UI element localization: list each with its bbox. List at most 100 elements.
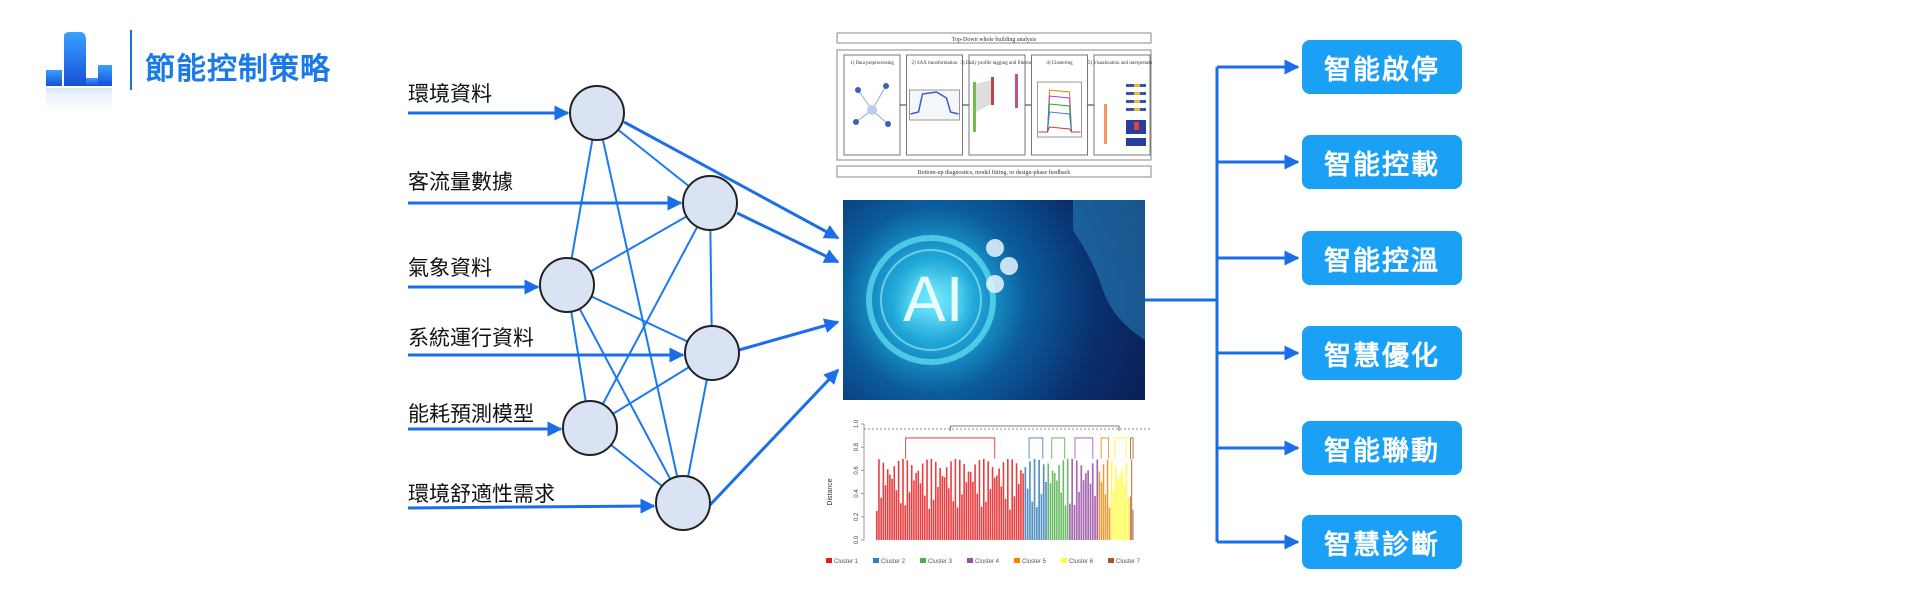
dendrogram-leaf [1015, 463, 1018, 540]
flow-step-label: 2) SAX transformation [911, 61, 958, 66]
flow-top-banner: Top-Down whole building analysis [952, 37, 1037, 43]
dendrogram-branch [905, 437, 996, 459]
dendrogram-leaf [958, 459, 961, 540]
dendrogram-leaf [939, 468, 941, 540]
input-label-comfort: 環境舒適性需求 [408, 482, 555, 506]
dendrogram-cluster-3 [1047, 437, 1069, 540]
output-to-ai-arrows [623, 120, 840, 507]
smart-start-stop-button[interactable]: 智能啟停 [1302, 40, 1462, 94]
dendrogram-cluster-5 [1098, 437, 1111, 540]
smart-optimization-button[interactable]: 智慧優化 [1302, 326, 1462, 380]
dendrogram-leaf [983, 458, 985, 540]
dendrogram-leaf [961, 494, 963, 540]
dendrogram-leaf [1117, 478, 1119, 540]
dendrogram-leaf [1047, 463, 1050, 540]
node [655, 475, 711, 531]
dendrogram-leaf [889, 474, 891, 540]
dendrogram-leaf [1089, 483, 1092, 540]
dendrogram-leaf [972, 481, 974, 540]
dendrogram-leaf [1058, 465, 1060, 540]
dendrogram-leaf [978, 459, 981, 540]
dendrogram-leaf [1000, 486, 1003, 540]
dendrogram-leaf [1020, 470, 1022, 540]
legend-swatch [967, 558, 973, 563]
legend-swatch [920, 558, 926, 563]
dendrogram-leaf [908, 492, 911, 540]
node [539, 257, 595, 313]
dendrogram-leaf [1102, 464, 1105, 540]
dendrogram-branch [1028, 437, 1044, 459]
dendrogram-leaf [1017, 483, 1020, 540]
input-arrow [407, 498, 656, 514]
dendrogram-leaf [906, 460, 909, 540]
dendrogram-leaf [1123, 485, 1125, 540]
input-arrows [407, 105, 685, 514]
dendrogram-leaf [956, 507, 959, 540]
dendrogram-leaf [1071, 458, 1074, 540]
dendrogram-leaf [1033, 458, 1036, 540]
dendrogram-leaf [1127, 498, 1130, 540]
dendrogram-leaf [1064, 505, 1067, 540]
dendrogram-leaf [1026, 488, 1029, 540]
dendrogram-leaf [967, 471, 970, 540]
dendrogram-leaf [1132, 509, 1134, 540]
dendrogram-branch [1130, 437, 1134, 459]
dendrogram-leaf [913, 480, 915, 540]
dendrogram-leaf [976, 493, 979, 540]
dendrogram-leaf [1115, 466, 1117, 540]
dendrogram-leaf [996, 475, 998, 540]
input-label-passenger-flow: 客流量數據 [408, 170, 513, 194]
dendrogram-tick-label: 0.6 [854, 466, 860, 475]
dendrogram-leaf [1051, 470, 1054, 540]
dendrogram-leaf [924, 495, 926, 540]
title-divider [130, 30, 132, 90]
nodes [539, 85, 740, 531]
dendrogram-leaf [934, 461, 937, 540]
dendrogram-leaf [880, 497, 882, 540]
dendrogram-leaf [1082, 480, 1085, 540]
dendrogram-leaf [941, 476, 944, 540]
output-connector [1145, 67, 1219, 542]
dendrogram-leaf [1069, 503, 1071, 540]
dendrogram-tick-label: 0.4 [854, 489, 860, 498]
dendrogram-leaf [1007, 459, 1009, 540]
dendrogram-leaf [1049, 483, 1052, 540]
smart-diagnosis-button[interactable]: 智慧診斷 [1302, 515, 1462, 569]
node [569, 85, 625, 141]
dendrogram-leaf [893, 466, 896, 540]
input-label-system-operation: 系統運行資料 [408, 326, 534, 350]
smart-linkage-button[interactable]: 智能聯動 [1302, 421, 1462, 475]
dendrogram-leaf [928, 508, 930, 540]
flow-bottom-banner: Bottom-up diagnostics, model fitting, or… [918, 169, 1071, 176]
dendrogram-leaf [1131, 459, 1133, 540]
dendrogram-leaf [910, 465, 913, 540]
dendrogram-leaf [985, 501, 987, 540]
dendrogram-leaf [987, 461, 989, 540]
dendrogram-leaf [1094, 496, 1096, 540]
input-label-energy-model: 能耗預測模型 [408, 402, 534, 426]
dendrogram-leaf [989, 488, 992, 540]
smart-temp-control-button[interactable]: 智能控溫 [1302, 231, 1462, 285]
dendrogram-leaf [895, 490, 898, 540]
dendrogram-leaf [926, 459, 928, 540]
dendrogram-cluster-1 [876, 437, 1024, 540]
dendrogram-leaf [1004, 499, 1007, 540]
dendrogram-leaf [1011, 459, 1013, 540]
dendrogram-branch [1100, 437, 1109, 459]
legend-label: Cluster 4 [975, 559, 1000, 565]
dendrogram-leaf [945, 467, 948, 540]
dendrogram-leaf [882, 462, 885, 540]
dendrogram-cluster-7 [1129, 437, 1134, 540]
flow-step-label: 4) Clustering [1046, 61, 1073, 66]
dendrogram-leaf [1098, 471, 1101, 540]
dendrogram-leaf [954, 458, 957, 540]
dendrogram-leaf [952, 501, 955, 540]
dendrogram-leaf [932, 499, 935, 540]
dendrogram-leaf [919, 483, 922, 540]
smart-load-control-button[interactable]: 智能控載 [1302, 135, 1462, 189]
dendrogram-leaf [965, 482, 968, 540]
building-logo-icon [46, 30, 122, 120]
dendrogram-leaf [1035, 507, 1038, 540]
